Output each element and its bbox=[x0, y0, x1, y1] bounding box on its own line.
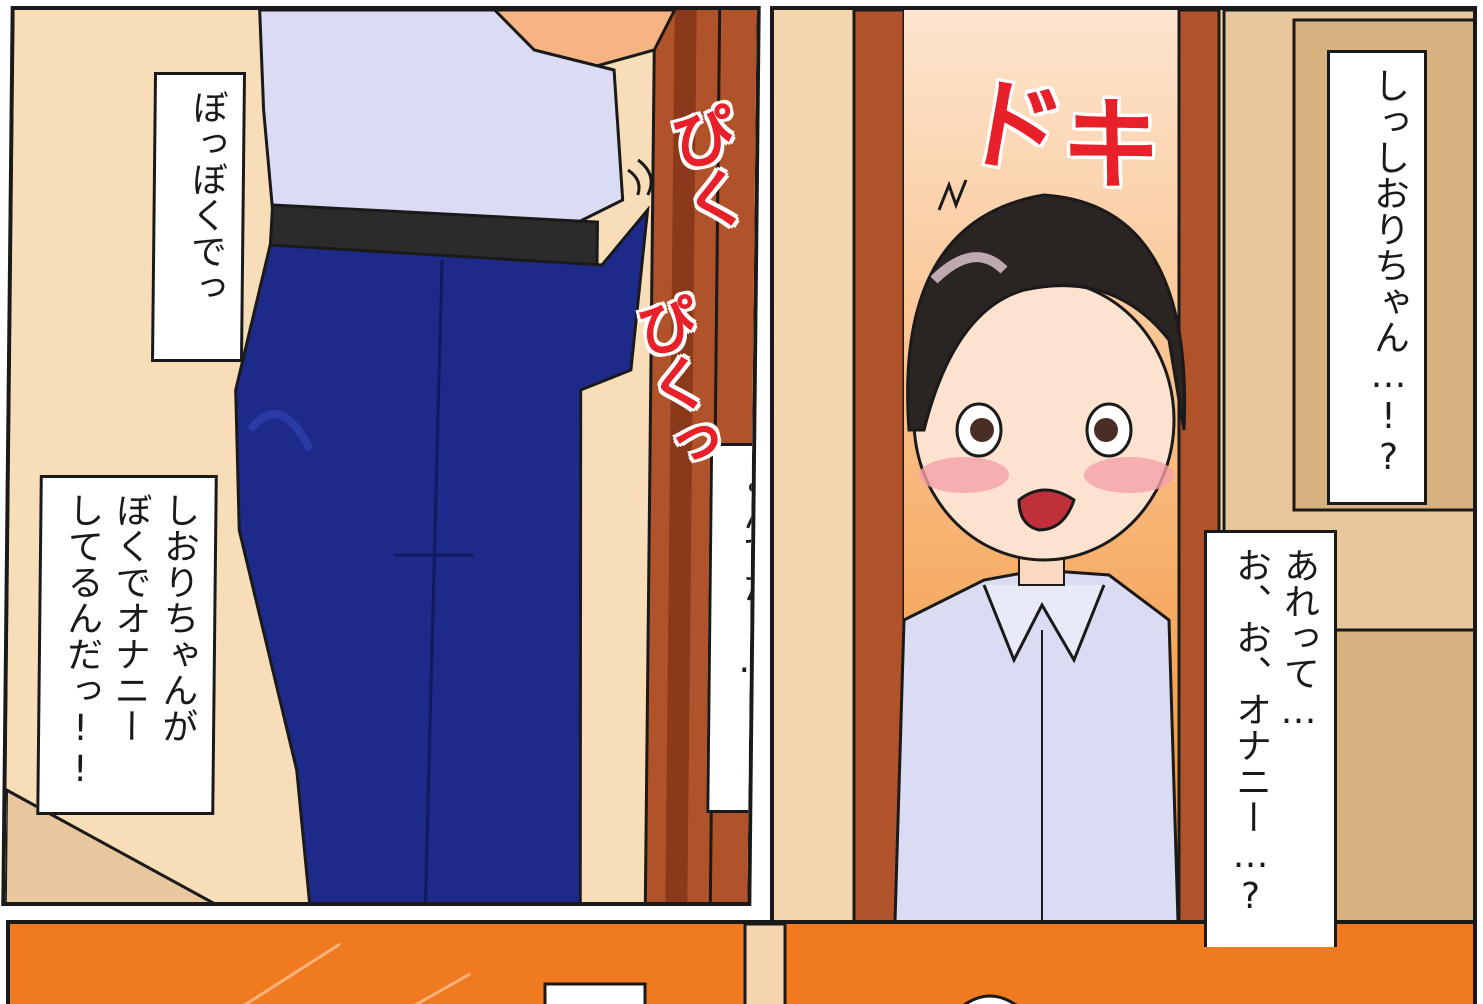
speech-bubble: ぼっぼくでっ bbox=[150, 72, 247, 362]
girl-shirt bbox=[892, 568, 1181, 947]
speech-bubble: あれって… お、お、オナニー…? bbox=[1204, 530, 1337, 947]
panel-right: ドキ しっしおりちゃん…!? あれって… お、お、オナニー…? bbox=[770, 6, 1477, 951]
speech-bubble: ぼっぼくの名前っ よんでたっ…! bbox=[706, 443, 761, 813]
panel-left: ぼっぼくでっ しおりちゃんが ぼくでオナニー してるんだっ!! ぼっぼくの名前っ… bbox=[1, 6, 761, 906]
boy-pants bbox=[234, 205, 650, 906]
boy-shirt bbox=[258, 10, 625, 227]
speech-bubble: しっしおりちゃん…!? bbox=[1327, 50, 1427, 505]
speech-bubble: しおりちゃんが ぼくでオナニー してるんだっ!! bbox=[36, 475, 218, 815]
